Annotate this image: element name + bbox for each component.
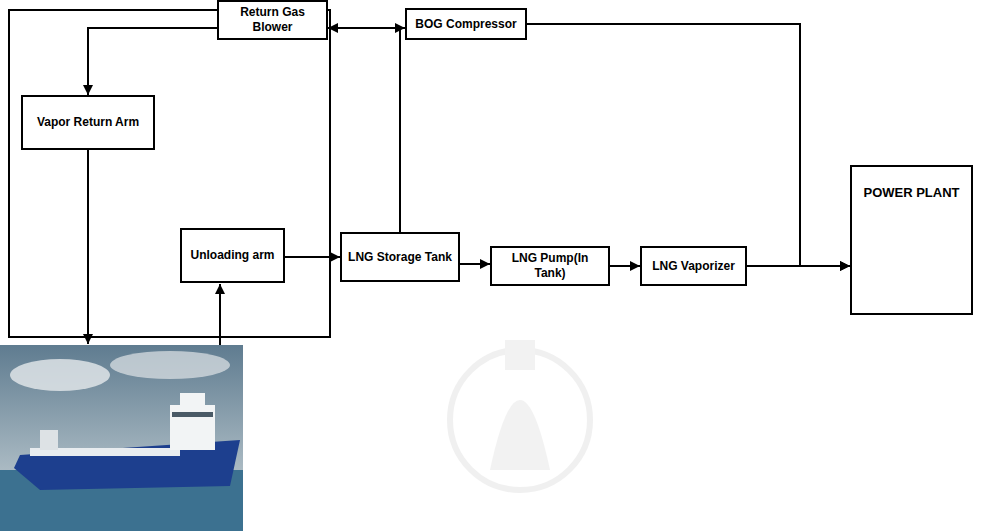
emblem-flame <box>490 400 550 470</box>
blower-box: Return Gas Blower <box>217 0 328 40</box>
box-label: LNG Storage Tank <box>348 250 452 265</box>
flow-arrow <box>88 28 217 95</box>
cloud <box>10 359 110 391</box>
flow-arrow <box>460 263 490 265</box>
compressor-box: BOG Compressor <box>405 8 527 40</box>
ship-to-arm-arrow <box>219 284 221 345</box>
flow-arrow <box>747 265 850 267</box>
ship-windows <box>172 412 213 417</box>
flow-arrow <box>328 28 400 232</box>
arm-box: Unloading arm <box>180 228 285 283</box>
cloud <box>110 351 230 379</box>
flow-arrow <box>527 24 850 266</box>
lng-ship-illustration <box>0 345 243 531</box>
vaporizer-box: LNG Vaporizer <box>640 246 747 286</box>
box-label: BOG Compressor <box>415 17 516 32</box>
tank-box: LNG Storage Tank <box>340 232 460 282</box>
vapor-to-ship-arrow <box>87 150 89 344</box>
jetty-outline <box>9 10 330 337</box>
box-label: Unloading arm <box>190 248 274 263</box>
box-label: Vapor Return Arm <box>37 115 139 130</box>
plant-box: POWER PLANT <box>850 165 973 315</box>
box-label: Return Gas Blower <box>225 5 320 35</box>
box-label: LNG Pump(In Tank) <box>498 251 602 281</box>
ship-funnel <box>40 430 58 450</box>
emblem-ring <box>450 350 590 490</box>
ship-bridge <box>170 405 215 450</box>
box-label: LNG Vaporizer <box>652 259 735 274</box>
sky <box>0 345 243 531</box>
flow-arrow <box>610 265 640 267</box>
ship-mast-house <box>180 393 205 407</box>
emblem-crown <box>505 340 535 370</box>
flow-arrow <box>400 28 405 232</box>
arm-box: Vapor Return Arm <box>21 95 155 150</box>
pump-box: LNG Pump(In Tank) <box>490 246 610 286</box>
watermark-emblem <box>450 340 590 490</box>
flow-arrow <box>285 256 340 258</box>
box-label: POWER PLANT <box>863 185 959 201</box>
